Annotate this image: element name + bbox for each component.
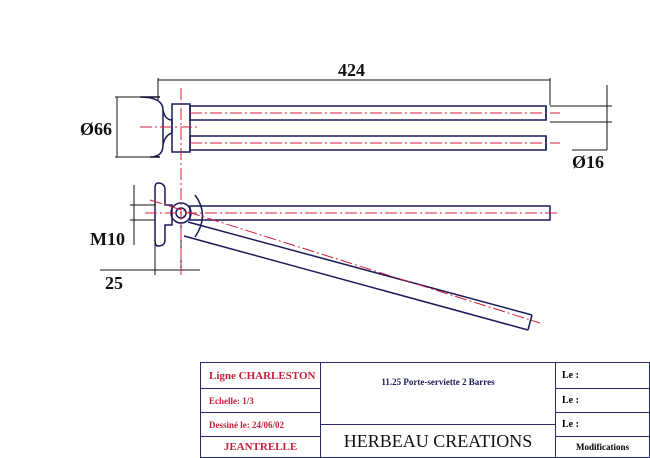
drawn-date: Dessiné le: 24/06/02 <box>200 412 321 437</box>
title-block: Ligne CHARLESTON Echelle: 1/3 Dessiné le… <box>200 362 650 458</box>
dim-thread: M10 <box>90 229 125 249</box>
dim-offset: 25 <box>105 273 123 293</box>
le-2: Le : <box>555 388 650 413</box>
product-title: 11.25 Porte-serviette 2 Barres <box>320 362 556 425</box>
dim-bar-diameter: Ø16 <box>572 152 604 172</box>
le-3: Le : <box>555 412 650 437</box>
dim-length: 424 <box>338 60 365 80</box>
company-name: HERBEAU CREATIONS <box>320 424 556 458</box>
line-name: Ligne CHARLESTON <box>200 362 321 389</box>
wall-plate-side <box>154 182 173 247</box>
bar-swing <box>183 221 533 331</box>
le-1: Le : <box>555 362 650 389</box>
dim-plate-diameter: Ø66 <box>80 119 112 139</box>
scale: Echelle: 1/3 <box>200 388 321 413</box>
rotation-arrow <box>194 194 204 238</box>
